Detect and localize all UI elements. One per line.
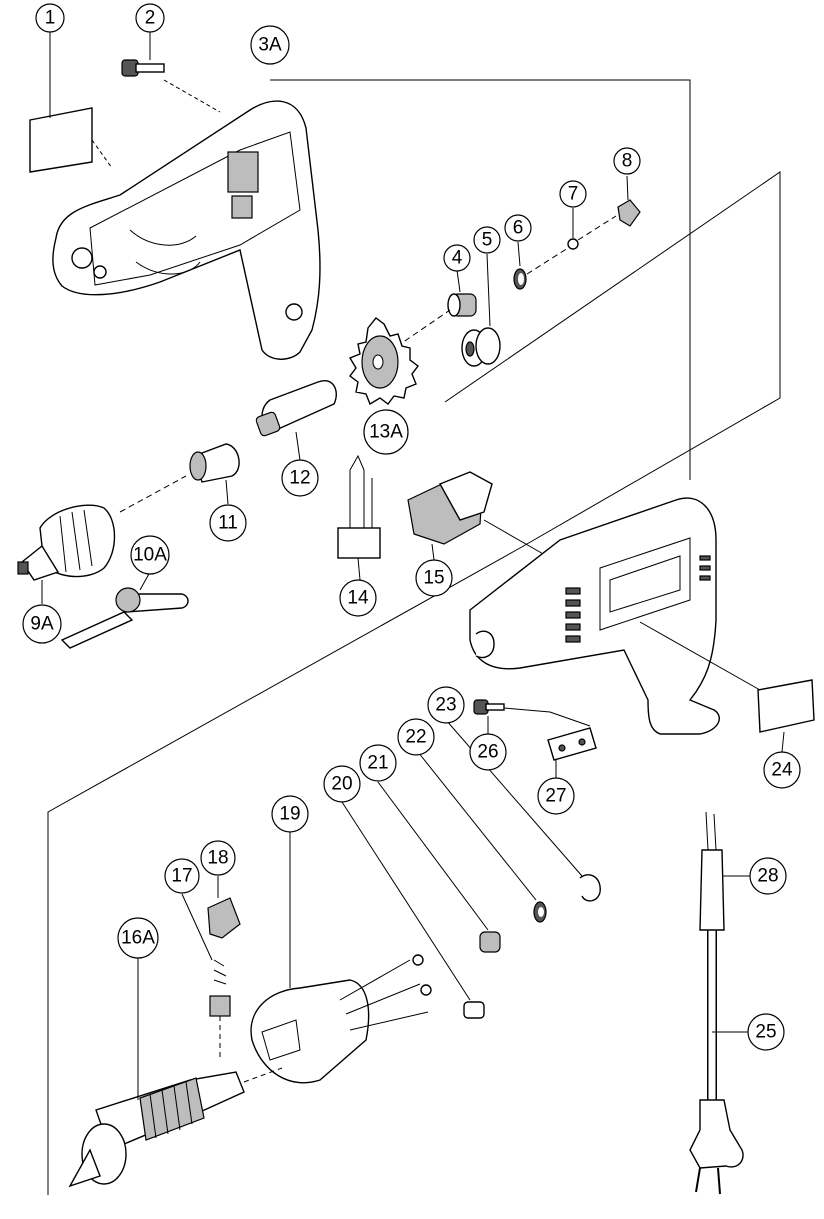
callout-8: 8 xyxy=(613,147,641,175)
callout-6-label: 6 xyxy=(513,218,524,239)
callout-5-label: 5 xyxy=(482,230,493,251)
callout-13a: 13A xyxy=(363,409,409,455)
callout-17-label: 17 xyxy=(171,866,192,887)
callout-20: 20 xyxy=(323,765,361,803)
callout-8-label: 8 xyxy=(622,151,633,172)
callout-3a-label: 3A xyxy=(258,35,282,56)
part-10a-chuck-key xyxy=(60,571,189,649)
callout-4-label: 4 xyxy=(452,248,463,269)
part-15-switch xyxy=(407,471,546,561)
callout-7-label: 7 xyxy=(568,184,579,205)
callout-12: 12 xyxy=(281,459,319,497)
callout-9a: 9A xyxy=(22,604,62,644)
callout-25-label: 25 xyxy=(755,1022,776,1043)
part-14-terminal xyxy=(337,454,381,581)
part-8-key xyxy=(617,175,641,227)
part-21-bushing xyxy=(377,781,501,953)
callout-9a-label: 9A xyxy=(30,614,54,635)
callout-2: 2 xyxy=(135,3,165,33)
callout-26: 26 xyxy=(469,733,507,771)
callout-19: 19 xyxy=(271,795,309,833)
callout-11-label: 11 xyxy=(218,513,238,534)
callout-6: 6 xyxy=(504,214,532,242)
part-27-cord-clip xyxy=(547,727,597,778)
part-22-washer xyxy=(417,751,547,923)
callout-24: 24 xyxy=(763,751,801,789)
callout-18-label: 18 xyxy=(207,848,228,869)
callout-27-label: 27 xyxy=(545,786,566,807)
callout-23-label: 23 xyxy=(435,695,456,716)
callout-12-label: 12 xyxy=(289,468,310,489)
callout-19-label: 19 xyxy=(279,804,300,825)
callout-27: 27 xyxy=(537,777,575,815)
callout-16a-label: 16A xyxy=(121,928,155,949)
callout-15-label: 15 xyxy=(423,568,444,589)
callout-21-label: 21 xyxy=(367,753,388,774)
callout-25: 25 xyxy=(747,1013,785,1051)
part-6-retaining-ring xyxy=(513,241,527,290)
callout-4: 4 xyxy=(443,244,471,272)
drill-housing-assembly xyxy=(469,497,761,735)
part-20-screw xyxy=(341,801,485,1019)
part-1-nameplate xyxy=(29,30,113,173)
callout-11: 11 xyxy=(209,504,247,542)
callout-28: 28 xyxy=(749,857,787,895)
part-25-power-cord xyxy=(689,930,748,1195)
callout-22-label: 22 xyxy=(405,727,426,748)
callout-28-label: 28 xyxy=(757,866,778,887)
callout-17: 17 xyxy=(164,858,200,894)
callout-1: 1 xyxy=(35,3,65,33)
callout-1-label: 1 xyxy=(45,8,56,29)
part-2-screw xyxy=(121,30,221,113)
part-3a-housing-left-half xyxy=(52,100,321,360)
part-28-cord-armor xyxy=(699,811,750,931)
callout-15: 15 xyxy=(415,559,453,597)
callout-2-label: 2 xyxy=(145,8,156,29)
callout-10a: 10A xyxy=(130,535,170,575)
callout-26-label: 26 xyxy=(477,742,498,763)
callout-21: 21 xyxy=(359,744,397,782)
part-5-ball-bearing xyxy=(461,253,501,367)
callout-16a: 16A xyxy=(117,917,159,959)
callout-23: 23 xyxy=(427,686,465,724)
part-11-collar xyxy=(189,443,240,505)
callout-14: 14 xyxy=(339,579,377,617)
part-24-nameplate xyxy=(757,679,815,753)
callout-7: 7 xyxy=(559,180,587,208)
callout-14-label: 14 xyxy=(347,588,369,609)
callout-5: 5 xyxy=(473,226,501,254)
part-23-clip xyxy=(445,719,601,902)
callout-10a-label: 10A xyxy=(133,545,167,566)
part-19-stator xyxy=(250,832,432,1084)
callout-22: 22 xyxy=(397,718,435,756)
callout-18: 18 xyxy=(200,840,236,876)
callout-24-label: 24 xyxy=(771,760,793,781)
part-4-bushing xyxy=(447,269,477,317)
callout-13a-label: 13A xyxy=(369,422,403,443)
part-9a-drill-chuck xyxy=(17,475,187,604)
part-12-spindle xyxy=(255,380,337,461)
part-13a-gear xyxy=(348,317,419,406)
part-16a-armature xyxy=(68,958,283,1188)
part-26-screw xyxy=(473,699,591,734)
part-17-carbon-brush xyxy=(181,893,231,1060)
housing-vents xyxy=(565,555,711,643)
callout-3a: 3A xyxy=(250,25,290,65)
callout-20-label: 20 xyxy=(331,774,352,795)
assembly-bracket-lines xyxy=(47,79,781,1195)
part-7-steel-ball xyxy=(567,208,579,250)
part-18-brush-cap xyxy=(207,876,241,939)
